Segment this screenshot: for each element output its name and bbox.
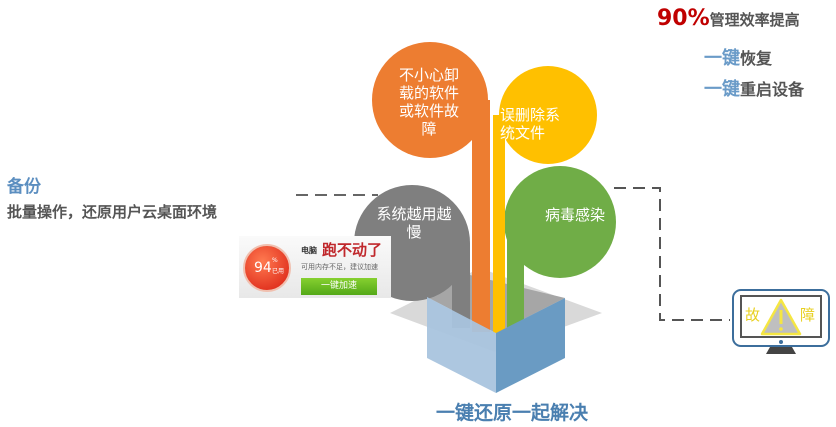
restore-key: 一键 [704, 48, 740, 69]
right-dashed-connector [614, 187, 730, 321]
bubble-orange [372, 42, 490, 332]
monitor-left-char: 故 [745, 306, 761, 324]
bubble-yellow-text: 误删除系统文件 [500, 106, 561, 142]
box-left-face [427, 297, 496, 393]
monitor-icon [732, 289, 830, 354]
bubble-green-text: 病毒感染 [544, 206, 605, 224]
box-right-face [496, 298, 565, 393]
memory-percent: 94 [254, 260, 272, 276]
memory-usage-gauge: 94 % 已用 [243, 244, 291, 292]
bubble-yellow [493, 66, 597, 333]
caption: 一键还原一起解决 [436, 402, 589, 424]
efficiency-line: 90%管理效率提高 [657, 6, 800, 31]
memory-used-label: 已用 [272, 268, 285, 275]
speedup-button[interactable]: 一键加速 [301, 278, 377, 295]
reboot-key: 一键 [704, 79, 740, 100]
popup-brand: 电脑 [301, 246, 317, 255]
popup-message: 可用内存不足，建议加速 [301, 263, 378, 271]
backup-title: 备份 [7, 177, 41, 197]
bubble-gray-text: 系统越用越慢 [376, 205, 452, 241]
popup-headline: 跑不动了 [322, 241, 383, 259]
efficiency-text: 管理效率提高 [709, 11, 800, 29]
memory-percent-unit: % [272, 257, 278, 264]
efficiency-percent: 90% [657, 6, 710, 31]
bubble-green [504, 166, 616, 332]
monitor-right-char: 障 [800, 306, 816, 324]
bubble-orange-text: 不小心卸载的软件或软件故障 [398, 66, 459, 138]
speedup-popup: 94 % 已用 电脑 跑不动了 可用内存不足，建议加速 一键加速 [239, 236, 391, 298]
restore-text: 恢复 [740, 49, 773, 68]
reboot-text: 重启设备 [740, 80, 805, 99]
restore-line: 一键恢复 [704, 44, 772, 70]
backup-description: 批量操作，还原用户云桌面环境 [7, 203, 218, 221]
reboot-line: 一键重启设备 [704, 75, 804, 101]
